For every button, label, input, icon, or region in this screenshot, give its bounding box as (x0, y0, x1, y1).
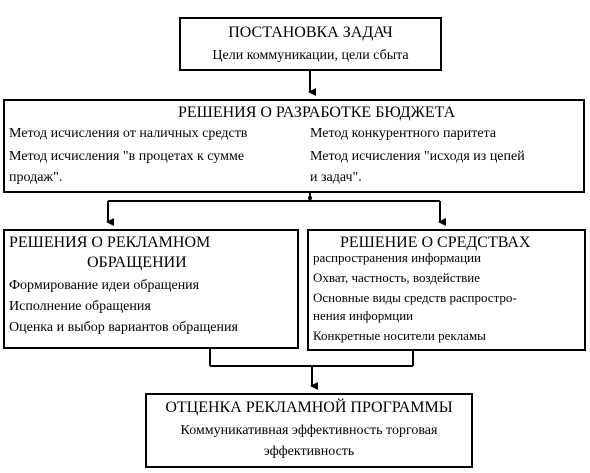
budget-title: РЕШЕНИЯ О РАЗРАБОТКЕ БЮДЖЕТА (178, 104, 456, 121)
goals-title: ПОСТАНОВКА ЗАДАЧ (228, 24, 393, 41)
media-item-2: Охват, частность, воздействие (313, 270, 481, 285)
budget-right-item-2-line-1: Метод исчисления "исходя из цепей (310, 149, 525, 164)
message-title-line-2: ОБРАЩЕНИИ (87, 254, 187, 271)
message-title-line-1: РЕШЕНИЯ О РЕКЛАМНОМ (9, 234, 211, 251)
budget-left-item-1: Метод исчисления от наличных средств (9, 126, 248, 141)
message-box: РЕШЕНИЯ О РЕКЛАМНОМ ОБРАЩЕНИИ Формирован… (3, 229, 299, 349)
media-box: РЕШЕНИЕ О СРЕДСТВАХ распространения инфо… (307, 229, 586, 351)
budget-box: РЕШЕНИЯ О РАЗРАБОТКЕ БЮДЖЕТА Метод исчис… (3, 99, 585, 193)
message-item-3: Оценка и выбор вариантов обращения (9, 320, 238, 335)
media-item-4: Конкретные носители рекламы (313, 328, 486, 343)
budget-right-item-2-line-2: и задач". (310, 170, 362, 185)
evaluation-title: ОТЦЕНКА РЕКЛАМНОЙ ПРОГРАММЫ (165, 399, 453, 416)
message-item-2: Исполнение обращения (9, 299, 151, 314)
goals-box: ПОСТАНОВКА ЗАДАЧ Цели коммуникации, цели… (179, 17, 442, 71)
media-item-3-line-2: нения информции (313, 308, 414, 323)
goals-text: Цели коммуникации, цели сбыта (212, 48, 409, 63)
budget-left-item-2-line-1: Метод исчисления "в процетах к сумме (9, 149, 245, 164)
evaluation-line-2: эффективность (263, 444, 355, 459)
junction-dot (308, 196, 312, 200)
message-item-1: Формирование идеи обращения (9, 278, 200, 293)
evaluation-line-1: Коммуникативная эффективность торговая (180, 423, 438, 438)
budget-left-item-2-line-2: продаж". (9, 170, 63, 185)
media-title: РЕШЕНИЕ О СРЕДСТВАХ (340, 234, 531, 251)
media-item-3-line-1: Основные виды средств распростро- (313, 290, 517, 305)
budget-right-item-1: Метод конкурентного паритета (310, 126, 497, 141)
media-item-1: распространения информации (313, 250, 481, 265)
evaluation-box: ОТЦЕНКА РЕКЛАМНОЙ ПРОГРАММЫ Коммуникатив… (145, 393, 473, 468)
